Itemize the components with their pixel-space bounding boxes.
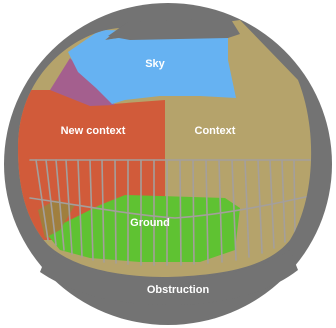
obstruction-label: Obstruction (147, 284, 210, 296)
obstruction-top-notch (108, 18, 240, 40)
railing-bars (35, 159, 296, 266)
railing-bottom-line (29, 195, 311, 219)
obstruction-lower-band (40, 250, 298, 305)
brown-patch-region (38, 200, 75, 238)
sky-region (68, 30, 236, 104)
ground-region (45, 195, 240, 262)
new-context-label: New context (61, 125, 126, 137)
purple-patch-region (50, 58, 115, 106)
sky-label: Sky (145, 58, 165, 70)
ground-label: Ground (130, 217, 170, 229)
context-label: Context (195, 125, 236, 137)
